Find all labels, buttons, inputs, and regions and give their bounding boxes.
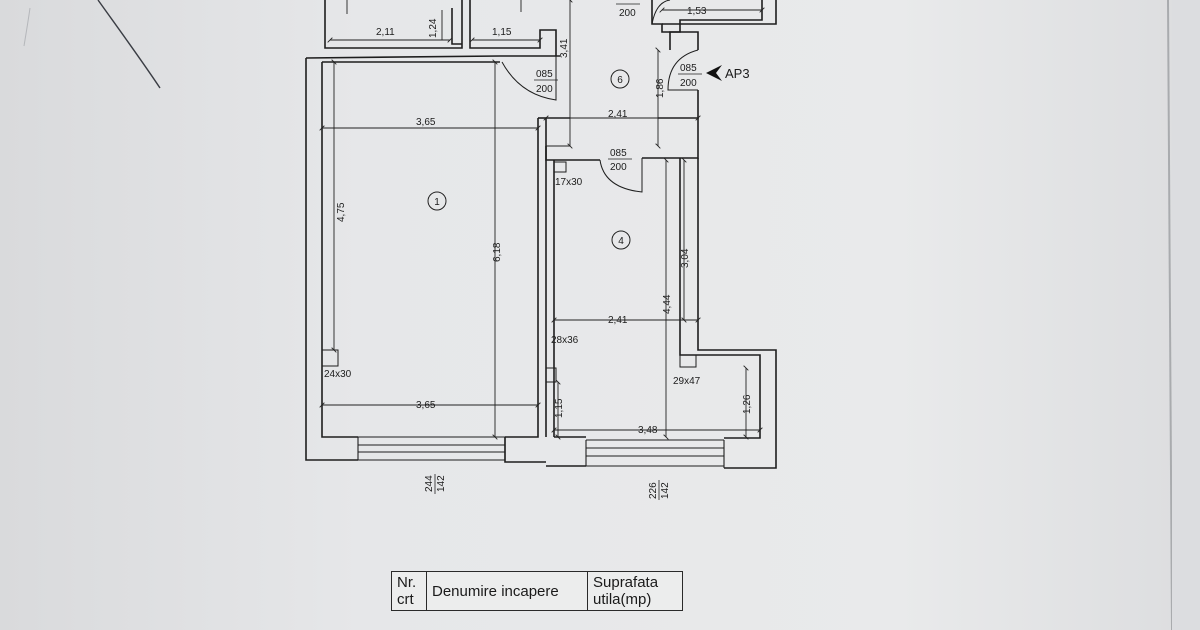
door3-width: 085 xyxy=(680,63,697,74)
wall-top-room-c-outer xyxy=(662,0,777,25)
door-swing-top xyxy=(651,0,671,25)
window-labels: 244 142 226 142 xyxy=(424,474,671,500)
header-nr-crt: Nr. crt xyxy=(391,571,427,611)
dim-top-1-24: 1,24 xyxy=(428,18,439,38)
room-1-number: 1 xyxy=(434,197,440,208)
duct-box-2 xyxy=(545,367,557,383)
dim-top-1-15: 1,15 xyxy=(492,27,512,38)
dim-room4-1-26: 1,26 xyxy=(742,394,753,414)
wall-room1-right xyxy=(505,118,539,438)
room-4-marker: 4 xyxy=(611,230,631,250)
room-area-table: Nr. crt Denumire incapere Suprafata util… xyxy=(391,571,683,611)
door-swing-room4 xyxy=(599,158,643,193)
dim-v-1-86: 1,86 xyxy=(655,78,666,98)
door-swings xyxy=(501,0,699,193)
dim-room1-height-475: 4,75 xyxy=(336,202,347,222)
door1-width: 085 xyxy=(536,69,553,80)
room-4-number: 4 xyxy=(618,236,624,247)
dim-top-2-11: 2,11 xyxy=(376,27,395,38)
duct-17x30: 17x30 xyxy=(555,177,583,188)
header-usable-area: Suprafata utila(mp) xyxy=(587,571,683,611)
table-header-row: Nr. crt Denumire incapere Suprafata util… xyxy=(391,571,683,611)
ducts xyxy=(321,161,697,383)
dim-top-1-53: 1,53 xyxy=(687,6,707,17)
sheet-edge-line xyxy=(1167,0,1173,630)
room-numbers: 1 4 6 xyxy=(427,69,631,250)
wall-top-room-a xyxy=(324,0,463,49)
room-6-marker: 6 xyxy=(610,69,630,89)
door2-width: 085 xyxy=(610,148,627,159)
wall-room4-right-outer xyxy=(697,158,777,469)
wall-room1-inner-left xyxy=(321,62,358,438)
duct-box-4 xyxy=(679,354,697,368)
duct-box-3 xyxy=(321,349,339,367)
window2-label-b: 142 xyxy=(660,482,671,499)
door-swing-room1 xyxy=(501,56,557,101)
pen-stroke xyxy=(97,0,161,89)
window-room4 xyxy=(585,439,725,468)
duct-29x47: 29x47 xyxy=(673,376,701,387)
window1-label-b: 142 xyxy=(436,475,447,492)
door-labels: 085 200 085 200 085 200 200 xyxy=(534,3,702,173)
dim-v-3-41: 3,41 xyxy=(559,38,570,58)
room-6-number: 6 xyxy=(617,75,623,86)
dim-room1-width-bottom: 3,65 xyxy=(416,400,436,411)
wall-top-room-c xyxy=(651,0,763,33)
entry-arrow-icon xyxy=(706,65,722,81)
dim-room4-1-15: 1,15 xyxy=(554,398,565,418)
wall-room4-top-left xyxy=(545,146,600,161)
wall-top-outer xyxy=(305,55,501,59)
sheet-margin xyxy=(1172,0,1200,630)
duct-24x30: 24x30 xyxy=(324,369,352,380)
dim-room1-height-618: 6,18 xyxy=(492,242,503,262)
wall-room1-outer-left xyxy=(305,58,358,461)
window2-label-a: 226 xyxy=(648,482,659,499)
dimension-labels: 2,11 1,15 1,53 1,24 3,41 1,86 3,65 4,75 … xyxy=(336,6,753,436)
wall-top-niche xyxy=(451,8,462,45)
dim-room4-2-41: 2,41 xyxy=(608,315,628,326)
duct-labels: 17x30 28x36 24x30 29x47 xyxy=(324,177,701,387)
door4-height: 200 xyxy=(619,8,636,19)
door3-height: 200 xyxy=(680,78,697,89)
dim-room4-4-44: 4,44 xyxy=(662,294,673,314)
window-room1 xyxy=(357,436,506,461)
apartment-marker: AP3 xyxy=(706,65,750,81)
faint-mark xyxy=(23,7,31,47)
room-1-marker: 1 xyxy=(427,191,447,211)
door1-height: 200 xyxy=(536,84,553,95)
door2-height: 200 xyxy=(610,162,627,173)
header-room-name: Denumire incapere xyxy=(426,571,588,611)
dimension-lines xyxy=(322,0,762,437)
duct-box-1 xyxy=(553,161,567,173)
duct-28x36: 28x36 xyxy=(551,335,579,346)
dim-room1-width-top: 3,65 xyxy=(416,117,436,128)
wall-entry-niche xyxy=(669,31,699,50)
windows xyxy=(357,436,725,468)
dim-hall-2-41: 2,41 xyxy=(608,109,628,120)
door-swing-entry xyxy=(667,49,699,91)
apartment-label: AP3 xyxy=(725,66,750,81)
dim-room4-3-04: 3,04 xyxy=(680,248,691,268)
dim-room4-3-48: 3,48 xyxy=(638,425,658,436)
window1-label-a: 244 xyxy=(424,475,435,492)
